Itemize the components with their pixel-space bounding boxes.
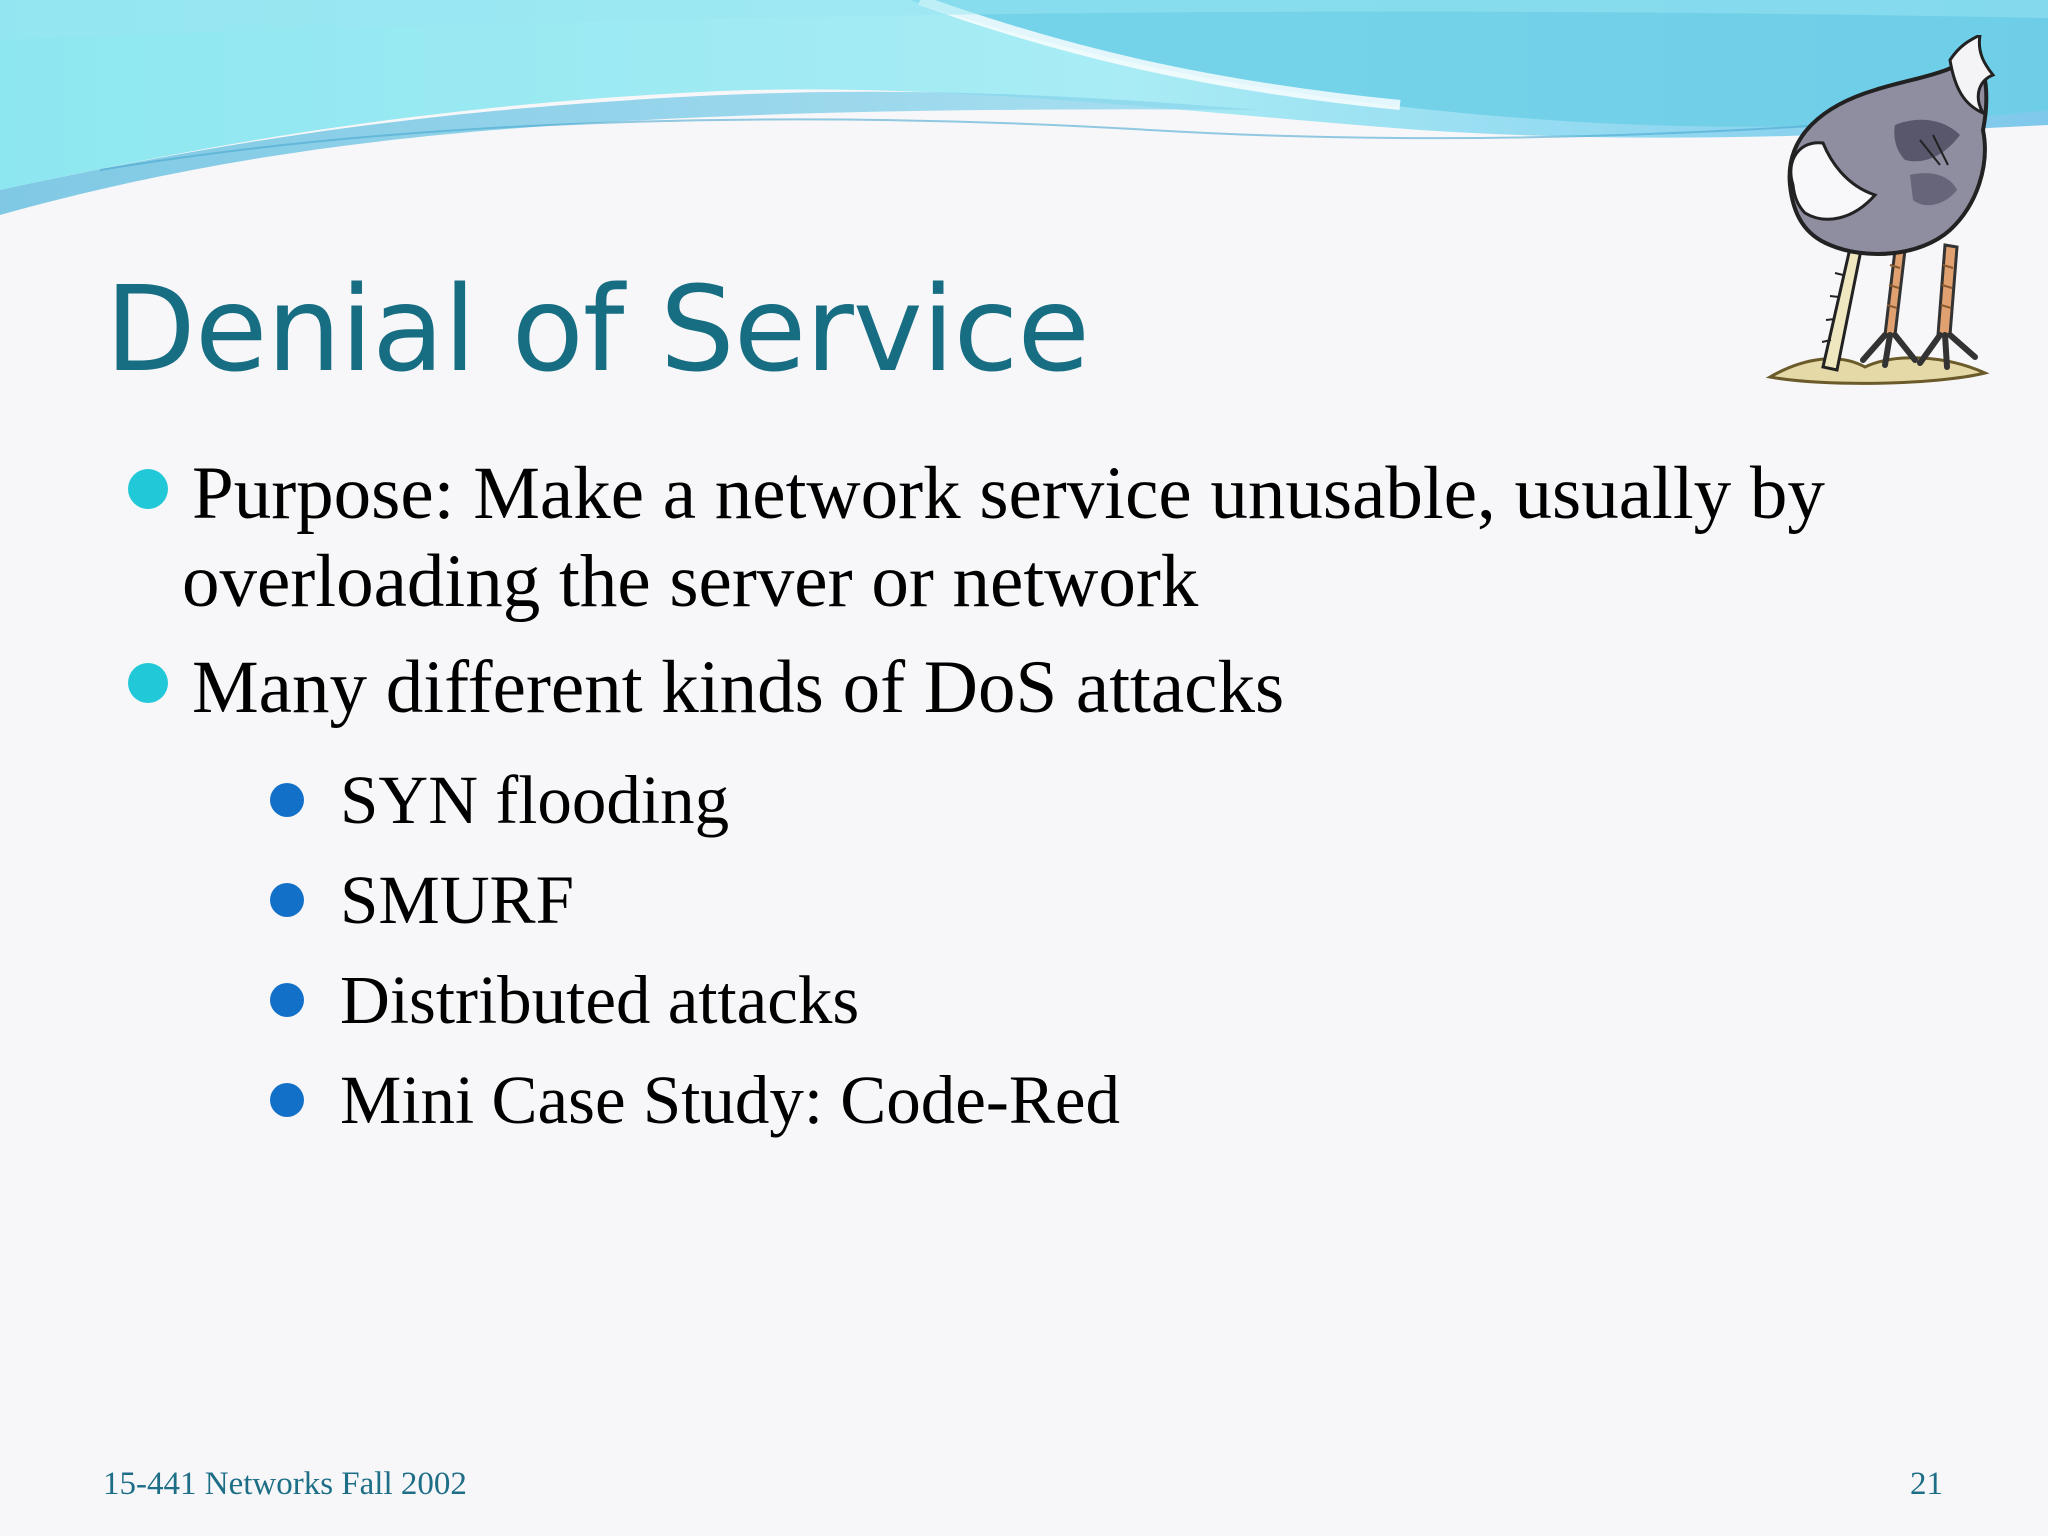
sub-bullet-text: Distributed attacks	[340, 962, 860, 1038]
sub-bullet-item: Distributed attacks	[270, 950, 1940, 1050]
sub-bullet-dot-icon	[270, 883, 304, 917]
bullet-item: Many different kinds of DoS attacks	[120, 644, 1940, 732]
sub-bullet-text: Mini Case Study: Code-Red	[340, 1062, 1121, 1138]
sub-bullet-item: SMURF	[270, 850, 1940, 950]
slide-body: Purpose: Make a network service unusable…	[120, 450, 1940, 1150]
bullet-item: Purpose: Make a network service unusable…	[120, 450, 1940, 626]
bullet-text-continuation: overloading the server or network	[182, 540, 1199, 623]
sub-bullet-item: Mini Case Study: Code-Red	[270, 1050, 1940, 1150]
sub-bullet-dot-icon	[270, 983, 304, 1017]
sub-bullet-dot-icon	[270, 1083, 304, 1117]
footer-course-label: 15-441 Networks Fall 2002	[103, 1466, 467, 1502]
footer-page-number: 21	[1910, 1466, 1943, 1502]
bullet-dot-icon	[128, 663, 168, 703]
sub-bullet-text: SMURF	[340, 862, 574, 938]
bullet-text: Many different kinds of DoS attacks	[192, 646, 1285, 729]
sub-bullet-text: SYN flooding	[340, 762, 730, 838]
header-wave-decoration	[0, 0, 2048, 215]
sub-bullet-item: SYN flooding	[270, 750, 1940, 850]
bullet-text: Purpose: Make a network service unusable…	[192, 452, 1825, 535]
bullet-dot-icon	[128, 469, 168, 509]
ostrich-head-in-sand-icon	[1765, 35, 1996, 385]
sub-bullet-dot-icon	[270, 783, 304, 817]
slide-title: Denial of Service	[105, 260, 1090, 398]
